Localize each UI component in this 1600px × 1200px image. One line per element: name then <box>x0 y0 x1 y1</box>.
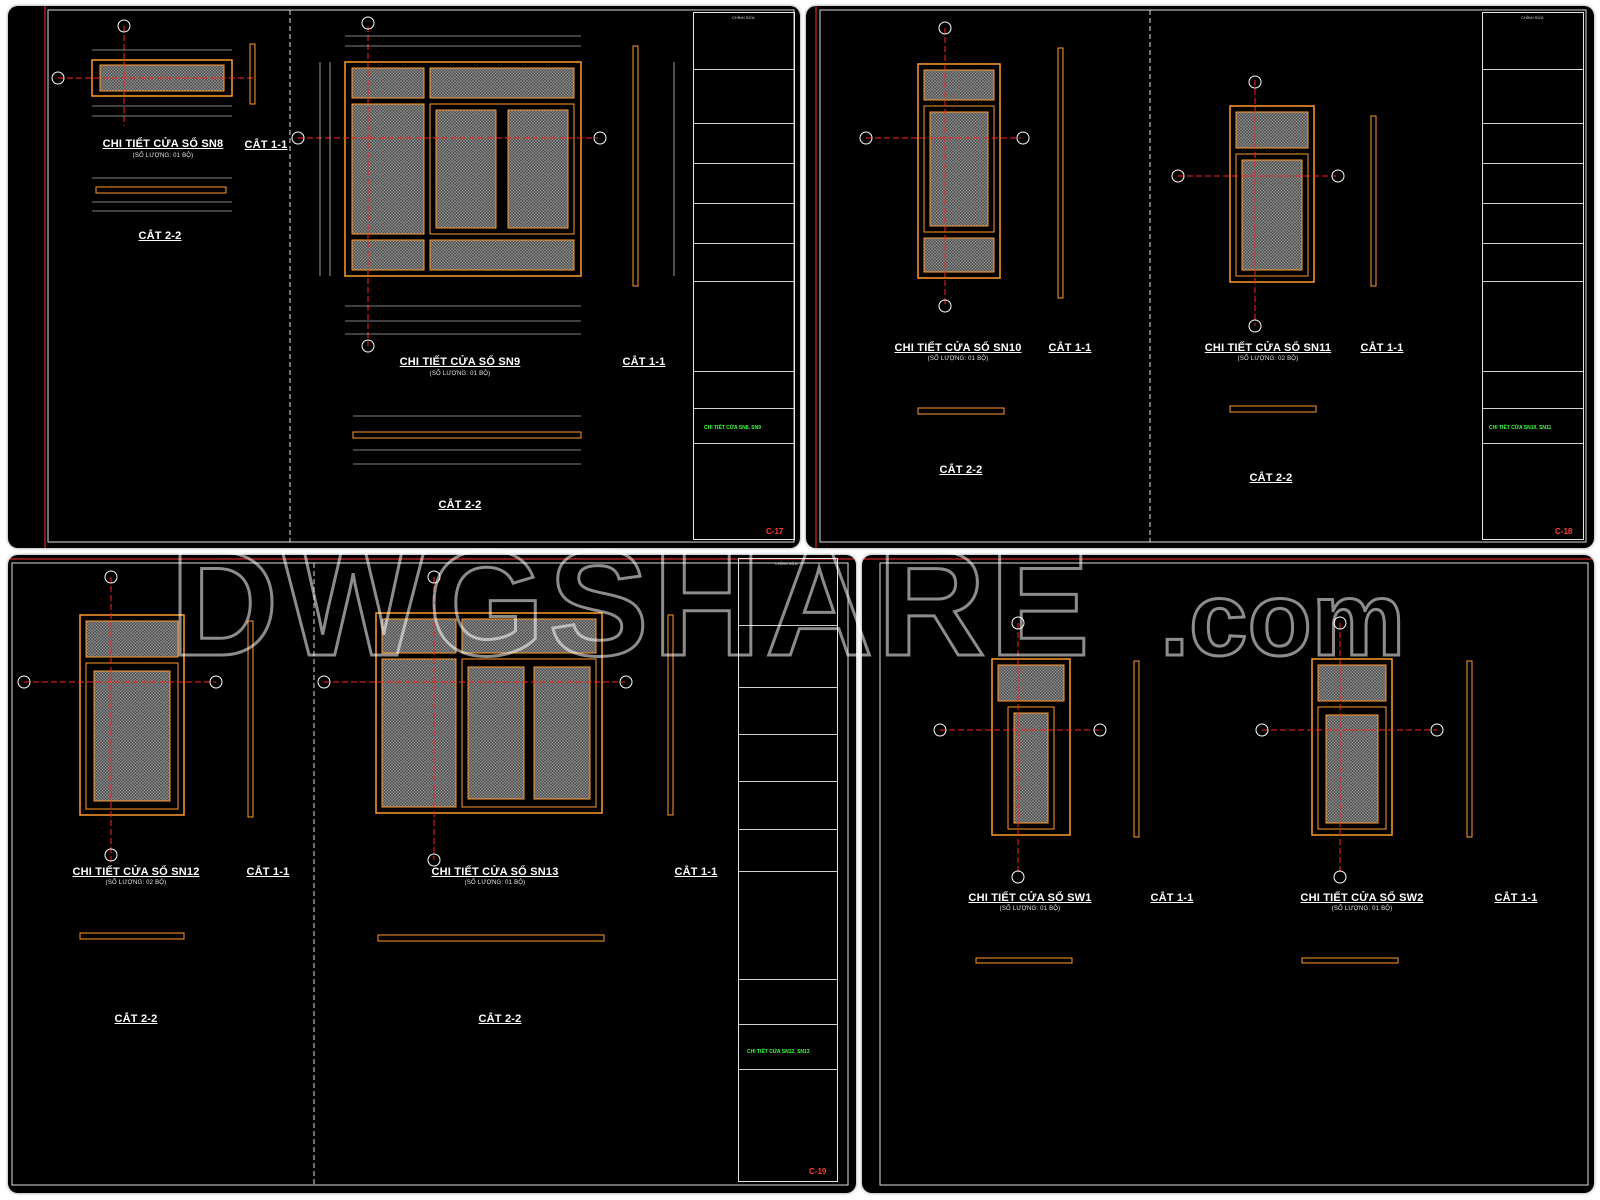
window-sn10-title: CHI TIẾT CỬA SỔ SN10 <box>894 342 1022 354</box>
window-sn10-qty: (SỐ LƯỢNG: 01 BỘ) <box>927 356 989 362</box>
window-sn13-title: CHI TIẾT CỬA SỔ SN13 <box>431 866 559 878</box>
window-sn9-cut1: CẮT 1-1 <box>622 356 666 368</box>
window-sw1-qty: (SỐ LƯỢNG: 01 BỘ) <box>999 906 1061 912</box>
sheet-number: C-19 <box>809 1167 827 1176</box>
window-sn11-title: CHI TIẾT CỬA SỔ SN11 <box>1204 342 1332 354</box>
window-sw1-title: CHI TIẾT CỬA SỔ SW1 <box>968 892 1092 904</box>
window-sn10-elevation <box>866 28 1064 415</box>
window-sn12-cut2: CẮT 2-2 <box>114 1013 158 1025</box>
window-sn12-title: CHI TIẾT CỬA SỔ SN12 <box>72 866 200 878</box>
sheet-panel-c19: CHI TIẾT CỬA SỔ SN12 (SỐ LƯỢNG: 02 BỘ) C… <box>8 555 856 1193</box>
window-sn9-cut2: CẮT 2-2 <box>438 499 482 511</box>
window-sn13-cut1: CẮT 1-1 <box>674 866 718 878</box>
window-sn12-elevation <box>24 577 254 940</box>
sheet-panel-c18: CHI TIẾT CỬA SỔ SN10 (SỐ LƯỢNG: 01 BỘ) C… <box>806 6 1594 548</box>
title-block-c17: CHỈNH SỬA CHI TIẾT CỬA SN8, SN9 C-17 <box>693 12 795 540</box>
sheet-title-green: CHI TIẾT CỬA SN12, SN13 <box>747 1049 810 1055</box>
window-sn12-cut1: CẮT 1-1 <box>246 866 290 878</box>
window-sn12-qty: (SỐ LƯỢNG: 02 BỘ) <box>105 880 167 886</box>
window-sn10-cut2: CẮT 2-2 <box>939 464 983 476</box>
window-sn10-cut1: CẮT 1-1 <box>1048 342 1092 354</box>
window-sn8-elevation <box>58 26 256 212</box>
sheet-title-green: CHI TIẾT CỬA SN10, SN11 <box>1489 425 1552 431</box>
title-block-c19: CHỈNH SỬA CHI TIẾT CỬA SN12, SN13 C-19 <box>738 558 838 1182</box>
window-sn9-qty: (SỐ LƯỢNG: 01 BỘ) <box>429 371 491 377</box>
sheet-sw-drawing <box>862 558 1594 1186</box>
sheet-panel-sw: CHI TIẾT CỬA SỔ SW1 (SỐ LƯỢNG: 01 BỘ) CẮ… <box>862 555 1594 1193</box>
title-block-c18: CHỈNH SỬA CHI TIẾT CỬA SN10, SN11 C-18 <box>1482 12 1584 540</box>
window-sn8-cut2: CẮT 2-2 <box>138 230 182 242</box>
window-sw2-cut1: CẮT 1-1 <box>1494 892 1538 904</box>
revision-header: CHỈNH SỬA <box>1521 15 1544 20</box>
window-sn11-cut2: CẮT 2-2 <box>1249 472 1293 484</box>
window-sn9-elevation <box>298 26 675 465</box>
sheet-c19-drawing <box>8 558 856 1186</box>
window-sn13-elevation <box>324 577 674 942</box>
window-sw2-elevation <box>1262 623 1473 964</box>
window-sn9-title: CHI TIẾT CỬA SỔ SN9 <box>399 356 521 368</box>
sheet-number: C-18 <box>1555 527 1573 536</box>
sheet-c18-drawing <box>815 6 1587 548</box>
window-sn11-qty: (SỐ LƯỢNG: 02 BỘ) <box>1237 356 1299 362</box>
revision-header: CHỈNH SỬA <box>775 561 798 566</box>
sheet-title-green: CHI TIẾT CỬA SN8, SN9 <box>704 425 762 431</box>
window-sw2-qty: (SỐ LƯỢNG: 01 BỘ) <box>1331 906 1393 912</box>
window-sn11-cut1: CẮT 1-1 <box>1360 342 1404 354</box>
window-sn11-elevation <box>1178 80 1377 413</box>
window-sw2-title: CHI TIẾT CỬA SỔ SW2 <box>1300 892 1424 904</box>
sheet-panel-c17: CHI TIẾT CỬA SỔ SN8 (SỐ LƯỢNG: 01 BỘ) CẮ… <box>8 6 800 548</box>
window-sn8-qty: (SỐ LƯỢNG: 01 BỘ) <box>132 153 194 159</box>
sheet-c17-drawing <box>44 6 795 548</box>
window-sn13-qty: (SỐ LƯỢNG: 01 BỘ) <box>464 880 526 886</box>
window-sn8-cut1: CẮT 1-1 <box>244 139 288 151</box>
window-sw1-cut1: CẮT 1-1 <box>1150 892 1194 904</box>
sheet-number: C-17 <box>766 527 784 536</box>
window-sw1-elevation <box>940 623 1140 964</box>
window-sn13-cut2: CẮT 2-2 <box>478 1013 522 1025</box>
revision-header: CHỈNH SỬA <box>732 15 755 20</box>
window-sn8-title: CHI TIẾT CỬA SỔ SN8 <box>102 138 224 150</box>
